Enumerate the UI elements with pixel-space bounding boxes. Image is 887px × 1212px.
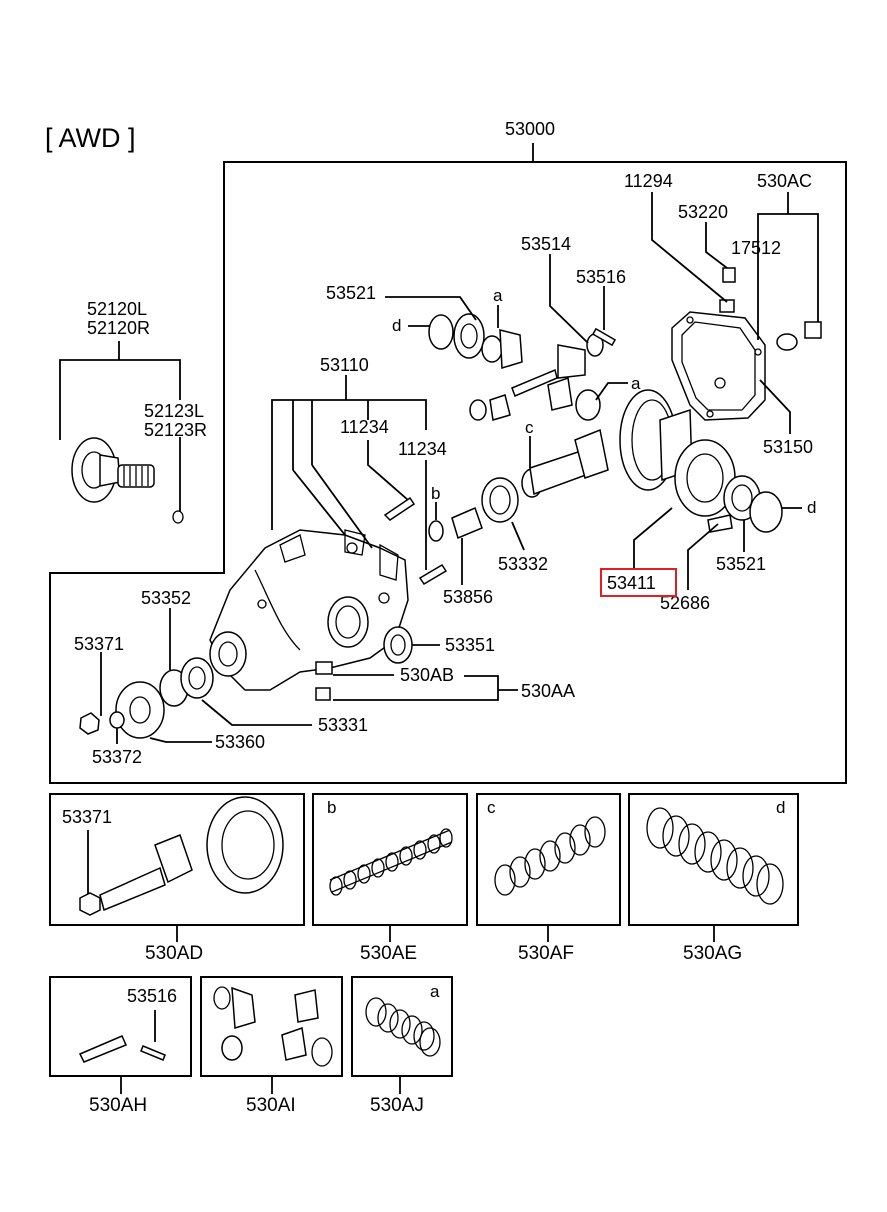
part-label-53521-top[interactable]: 53521 <box>326 283 376 303</box>
part-label-11234-a[interactable]: 11234 <box>340 417 389 437</box>
kit-part-label-53371[interactable]: 53371 <box>62 807 112 827</box>
leader-lines <box>59 192 819 744</box>
kit-530AE[interactable]: b 530AE <box>312 793 468 964</box>
part-label-53331[interactable]: 53331 <box>318 715 368 735</box>
drive-pinion-icon <box>383 428 609 586</box>
kit-530AD[interactable]: 53371 530AD <box>49 793 305 964</box>
letter-d-2: d <box>807 498 816 517</box>
kit-label-530AD[interactable]: 530AD <box>145 943 203 964</box>
rear-cover-icon <box>671 311 766 421</box>
shim-stack-icon <box>329 828 453 896</box>
part-labels: 11294 530AC 53220 17512 53514 53516 5352… <box>74 171 813 767</box>
letter-d-1: d <box>392 316 401 335</box>
diagram-title: [ AWD ] <box>45 123 136 153</box>
letter-callouts: a a b c d d <box>392 286 816 517</box>
part-label-52120L[interactable]: 52120L <box>87 299 147 319</box>
part-label-53371-top[interactable]: 53371 <box>74 634 124 654</box>
part-label-52123L[interactable]: 52123L <box>144 401 204 421</box>
part-label-53351[interactable]: 53351 <box>445 635 495 655</box>
kit-letter-d: d <box>776 798 785 817</box>
kit-label-530AH[interactable]: 530AH <box>89 1095 147 1116</box>
part-label-11294[interactable]: 11294 <box>624 171 673 191</box>
kit-letter-a: a <box>430 982 440 1001</box>
part-label-53332[interactable]: 53332 <box>498 554 548 574</box>
part-label-53360[interactable]: 53360 <box>215 732 265 752</box>
part-label-530AA[interactable]: 530AA <box>521 681 575 701</box>
letter-a-1: a <box>493 286 503 305</box>
part-label-53220[interactable]: 53220 <box>678 202 728 222</box>
part-label-53411[interactable]: 53411 <box>607 573 656 593</box>
kit-part-label-53516[interactable]: 53516 <box>127 986 177 1006</box>
kit-530AH[interactable]: 53516 530AH <box>49 976 192 1116</box>
differential-case-icon <box>619 389 783 533</box>
snap-ring-icon <box>172 510 184 524</box>
part-label-53150[interactable]: 53150 <box>763 437 813 457</box>
pinion-gear-icon <box>79 796 284 916</box>
part-label-53516-top[interactable]: 53516 <box>576 267 626 287</box>
kit-label-530AJ[interactable]: 530AJ <box>370 1095 424 1116</box>
pin-icon <box>78 1035 166 1063</box>
drive-flange-icon <box>71 437 155 503</box>
side-gear-set-icon <box>428 313 617 421</box>
part-label-17512[interactable]: 17512 <box>731 238 781 258</box>
part-label-530AC[interactable]: 530AC <box>757 171 812 191</box>
companion-flange-icon <box>79 626 413 739</box>
kit-530AI[interactable]: 530AI <box>200 976 343 1116</box>
part-label-52686[interactable]: 52686 <box>660 593 710 613</box>
kit-530AF[interactable]: c 530AF <box>476 793 621 964</box>
part-label-53514[interactable]: 53514 <box>521 234 571 254</box>
kit-label-530AF[interactable]: 530AF <box>518 943 574 964</box>
kit-letter-c: c <box>487 798 496 817</box>
part-label-53110[interactable]: 53110 <box>320 355 369 375</box>
letter-b-1: b <box>431 484 440 503</box>
assembly-number[interactable]: 53000 <box>505 119 555 139</box>
letter-a-2: a <box>631 374 641 393</box>
part-label-53352[interactable]: 53352 <box>141 588 191 608</box>
kit-label-530AI[interactable]: 530AI <box>246 1095 296 1116</box>
carrier-housing-icon <box>209 529 409 691</box>
part-label-53521-right[interactable]: 53521 <box>716 554 766 574</box>
kit-letter-b: b <box>327 798 336 817</box>
part-label-530AB[interactable]: 530AB <box>400 665 454 685</box>
letter-c-1: c <box>525 418 534 437</box>
shim-stack-icon <box>365 997 441 1057</box>
shim-stack-icon <box>494 816 606 896</box>
assembly-frame <box>49 143 847 784</box>
shim-stack-icon <box>646 807 784 905</box>
kit-label-530AG[interactable]: 530AG <box>683 943 742 964</box>
kit-label-530AE[interactable]: 530AE <box>360 943 417 964</box>
kit-530AG[interactable]: d 530AG <box>628 793 799 964</box>
part-label-52120R[interactable]: 52120R <box>87 318 150 338</box>
vent-plug-icon <box>719 267 822 351</box>
part-label-53372[interactable]: 53372 <box>92 747 142 767</box>
kit-530AJ[interactable]: a 530AJ <box>351 976 453 1116</box>
highlight-box <box>600 568 677 597</box>
part-label-53856[interactable]: 53856 <box>443 587 493 607</box>
part-label-11234-b[interactable]: 11234 <box>398 439 447 459</box>
gear-set-icon <box>213 986 333 1067</box>
part-label-52123R[interactable]: 52123R <box>144 420 207 440</box>
